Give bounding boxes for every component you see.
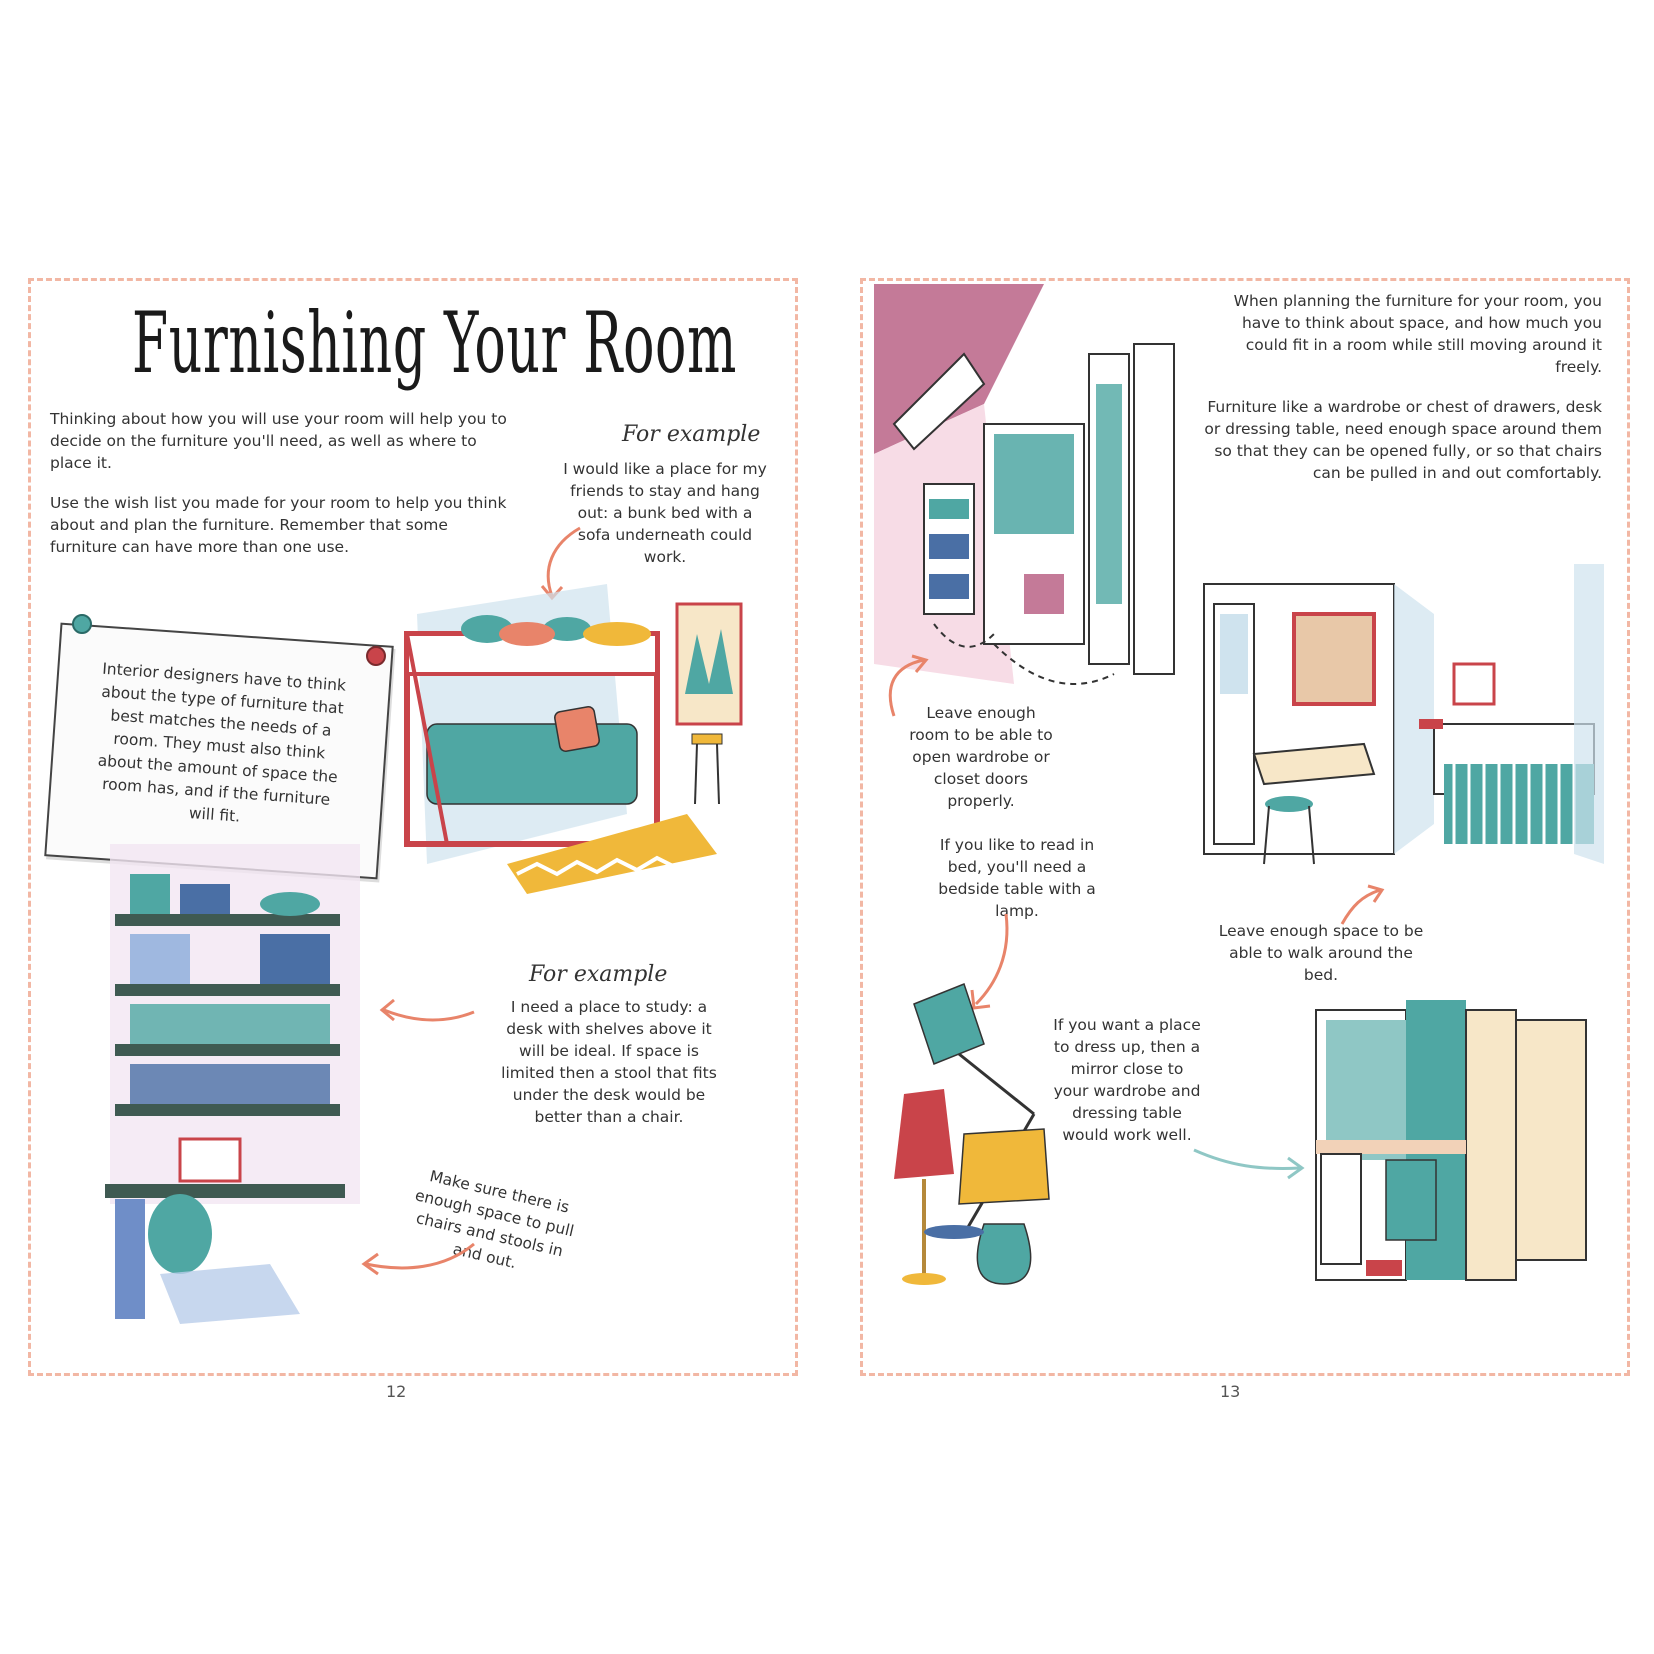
arrow-icon [361, 1242, 475, 1276]
bedroom-illustration [1203, 564, 1604, 865]
arrow-icon [970, 913, 1009, 1010]
dashed-border [860, 278, 1630, 1376]
left-page: Furnishing Your Room Thinking about how … [22, 274, 804, 1401]
tip-wardrobe: Leave enough room to be able to open war… [909, 704, 1053, 810]
note-card-text: Interior designers have to think about t… [97, 659, 347, 826]
bunk-bed-illustration [404, 584, 743, 894]
arrow-icon [888, 654, 929, 717]
lamps-illustration [894, 983, 1050, 1285]
dressing-table-illustration [1315, 1000, 1587, 1281]
example-text-1: I would like a place for my friends to s… [563, 460, 767, 566]
example-heading-2: For example [529, 962, 668, 987]
pushpin-icon [72, 614, 92, 634]
desk-shelves-illustration [105, 844, 360, 1324]
example-text-2: I need a place to study: a desk with she… [501, 998, 717, 1126]
intro-paragraph-1: Thinking about how you will use your roo… [50, 410, 507, 472]
arrow-icon [1193, 1148, 1305, 1180]
intro-text: When planning the furniture for your roo… [1202, 290, 1602, 502]
tip-bed: Leave enough space to be able to walk ar… [1218, 922, 1424, 984]
example-heading-1: For example [622, 422, 761, 447]
pushpin-icon [366, 646, 386, 666]
page-title: Furnishing Your Room [132, 294, 738, 392]
arrow-icon [379, 998, 475, 1022]
intro-paragraph-2: Furniture like a wardrobe or chest of dr… [1204, 398, 1602, 482]
tip-mirror: If you want a place to dress up, then a … [1053, 1016, 1201, 1144]
wardrobe-illustration [874, 284, 1175, 685]
tip-bedside: If you like to read in bed, you'll need … [938, 836, 1096, 920]
right-page: When planning the furniture for your roo… [854, 274, 1636, 1401]
intro-text: Thinking about how you will use your roo… [50, 408, 510, 576]
page-number: 13 [1220, 1382, 1241, 1401]
intro-paragraph-2: Use the wish list you made for your room… [50, 494, 507, 556]
dashed-border [28, 278, 798, 1376]
intro-paragraph-1: When planning the furniture for your roo… [1233, 292, 1602, 376]
arrow-icon [1340, 884, 1385, 925]
page-number: 12 [386, 1382, 407, 1401]
